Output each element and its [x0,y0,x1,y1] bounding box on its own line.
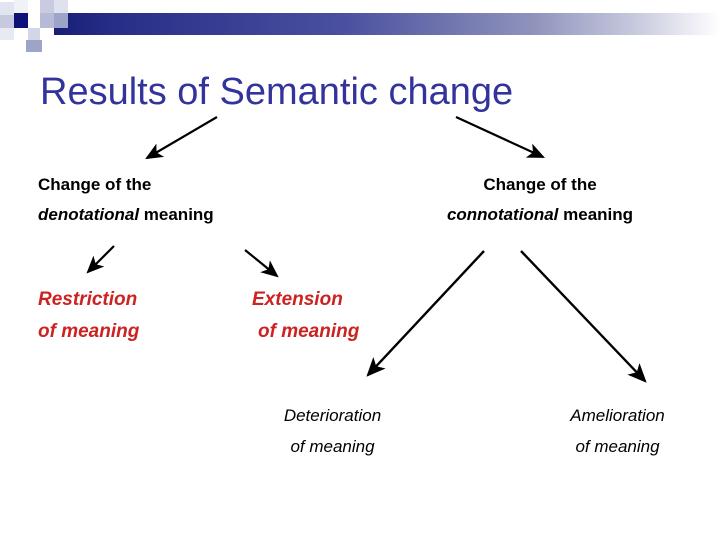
node-denotational-rest: meaning [139,205,214,224]
gradient-bar [42,13,720,35]
decor-square [14,0,28,13]
node-restriction: Restriction of meaning [38,284,238,348]
decor-square [26,40,42,52]
node-extension-line1: Extension [252,289,343,310]
node-amelioration: Amelioration of meaning [525,400,710,462]
decor-square [0,28,14,40]
node-deterioration-line2: of meaning [290,437,375,456]
node-restriction-line1: Restriction [38,289,138,310]
node-connotational-rest: meaning [558,205,634,224]
node-deterioration-line1: Deterioration [283,406,382,425]
node-extension-line2: of meaning [258,321,360,342]
node-connotational: Change of the connotational meaning [400,170,680,230]
arrow-connotational-to-amelioration [520,250,647,383]
node-denotational: Change of the denotational meaning [38,170,308,230]
decor-square [28,28,40,40]
node-connotational-emphasis: connotational [446,205,559,224]
node-connotational-line1: Change of the [483,175,597,194]
node-amelioration-line1: Amelioration [570,406,665,425]
decor-square [40,28,54,40]
arrow-title-to-connotational [455,116,545,158]
decor-square [28,13,40,28]
decor-square [40,13,54,28]
arrow-denotational-to-extension [244,249,279,278]
slide-title: Results of Semantic change [40,71,514,113]
arrow-denotational-to-restriction [86,245,115,274]
decor-square [40,0,54,13]
header-gradient-band [0,0,720,52]
decor-square [54,0,68,13]
decor-square [54,13,68,28]
decor-square [0,2,14,15]
arrow-title-to-denotational [145,116,218,160]
node-amelioration-line2: of meaning [575,437,660,456]
node-denotational-emphasis: denotational [38,205,140,224]
node-deterioration: Deterioration of meaning [240,400,425,462]
decor-square-accent [14,13,28,28]
node-denotational-line2: denotational meaning [38,200,308,230]
node-restriction-line2: of meaning [38,321,140,342]
decor-square [0,15,14,28]
node-extension: Extension of meaning [252,284,452,348]
node-connotational-line2: connotational meaning [400,200,680,230]
node-denotational-line1: Change of the [38,175,152,194]
